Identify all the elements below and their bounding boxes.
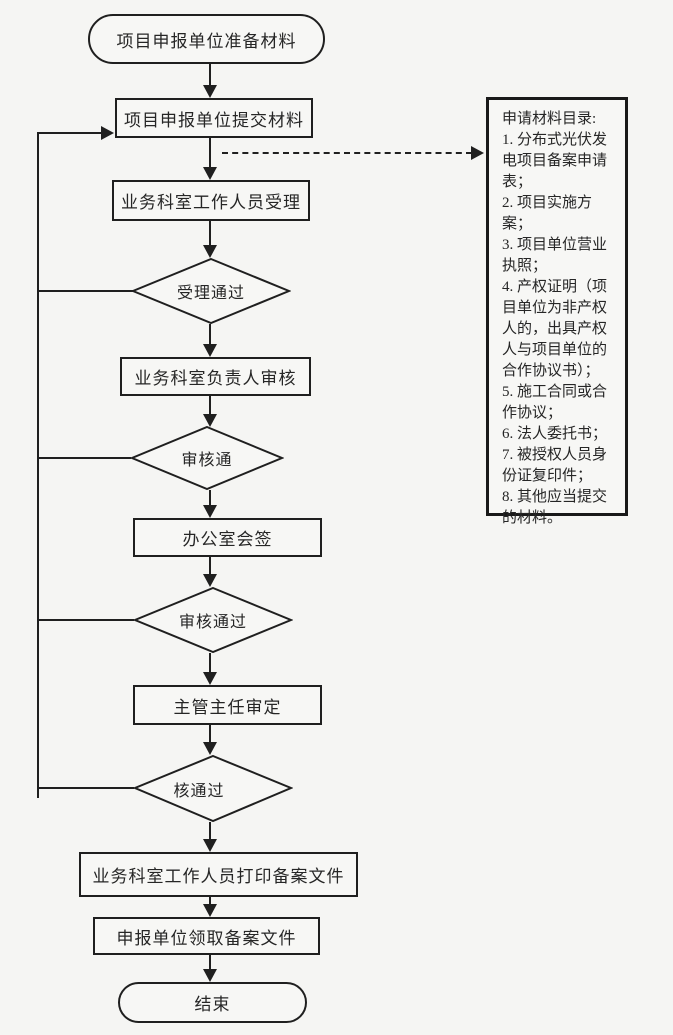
- materials-item: 5. 施工合同或合作协议；: [502, 384, 608, 421]
- flow-node-chief-review: 业务科室负责人审核: [120, 357, 311, 396]
- arrowhead-down-icon: [203, 574, 217, 587]
- flow-node-label: 业务科室工作人员打印备案文件: [92, 867, 345, 886]
- arrowhead-down-icon: [203, 904, 217, 917]
- materials-title: 申请材料目录:: [502, 111, 597, 127]
- arrowhead-down-icon: [203, 505, 217, 518]
- flow-node-countersign-pass: 审核通过: [133, 587, 293, 653]
- connector-line: [209, 557, 211, 576]
- connector-line: [209, 138, 211, 169]
- materials-item: 3. 项目单位营业执照；: [502, 237, 608, 274]
- flow-node-countersign: 办公室会签: [133, 518, 322, 557]
- arrowhead-down-icon: [203, 85, 217, 98]
- arrowhead-down-icon: [203, 672, 217, 685]
- arrowhead-down-icon: [203, 839, 217, 852]
- connector-line: [209, 955, 211, 971]
- flow-node-label: 审核通过: [178, 614, 247, 631]
- flow-node-label: 主管主任审定: [173, 697, 282, 717]
- materials-item: 1. 分布式光伏发电项目备案申请表；: [502, 132, 608, 190]
- flow-node-label: 项目申报单位提交材料: [124, 110, 304, 130]
- feedback-line-accept-pass: [38, 290, 133, 292]
- materials-item: 7. 被授权人员身份证复印件；: [502, 447, 608, 484]
- connector-line: [209, 324, 211, 346]
- connector-line: [209, 897, 211, 907]
- materials-list-box: 申请材料目录: 1. 分布式光伏发电项目备案申请表； 2. 项目实施方案； 3.…: [486, 97, 628, 526]
- flow-node-label: 项目申报单位准备材料: [116, 31, 297, 51]
- feedback-line-approve-pass: [38, 787, 134, 789]
- arrowhead-down-icon: [203, 344, 217, 357]
- materials-item: 2. 项目实施方案；: [502, 195, 593, 232]
- dashed-connector-line: [222, 152, 472, 154]
- diamond-shape-icon: [130, 426, 284, 490]
- arrowhead-right-icon: [101, 126, 114, 140]
- flow-node-approve-pass: 核通过: [133, 755, 293, 822]
- arrowhead-down-icon: [203, 969, 217, 982]
- feedback-line-to-submit: [38, 132, 102, 134]
- feedback-line-vertical: [37, 132, 39, 798]
- materials-item: 4. 产权证明（项目单位为非产权人的，出具产权人与项目单位的合作协议书）；: [502, 279, 608, 379]
- materials-item: 6. 法人委托书；: [502, 426, 608, 442]
- connector-line: [209, 725, 211, 744]
- arrowhead-down-icon: [203, 167, 217, 180]
- connector-line: [209, 395, 211, 416]
- flow-node-accept-pass: 受理通过: [131, 258, 291, 324]
- flow-node-end: 结束: [118, 982, 307, 1023]
- connector-line: [209, 221, 211, 247]
- connector-line: [209, 64, 211, 87]
- flow-node-label: 办公室会签: [182, 530, 273, 549]
- diamond-shape-icon: [131, 258, 291, 324]
- flow-node-start: 项目申报单位准备材料: [88, 14, 325, 64]
- materials-item: 8. 其他应当提交的材料。: [502, 489, 608, 526]
- flow-node-label: 业务科室负责人审核: [134, 369, 297, 388]
- flow-node-review-pass: 审核通: [130, 426, 284, 490]
- connector-line: [209, 490, 211, 507]
- arrowhead-down-icon: [203, 742, 217, 755]
- flow-node-label: 审核通: [181, 452, 233, 469]
- flow-node-label: 结束: [194, 995, 231, 1014]
- flow-node-accept: 业务科室工作人员受理: [112, 180, 310, 221]
- arrowhead-down-icon: [203, 245, 217, 258]
- flow-node-receive-file: 申报单位领取备案文件: [93, 917, 320, 955]
- arrowhead-down-icon: [203, 414, 217, 427]
- flow-node-print-file: 业务科室工作人员打印备案文件: [79, 852, 358, 897]
- diamond-shape-icon: [133, 587, 293, 653]
- flow-node-label: 受理通过: [176, 285, 245, 302]
- flow-node-label: 核通过: [173, 782, 225, 800]
- connector-line: [209, 653, 211, 674]
- flow-node-director-approve: 主管主任审定: [133, 685, 322, 725]
- flow-node-label: 业务科室工作人员受理: [121, 193, 301, 212]
- connector-line: [209, 822, 211, 841]
- diamond-shape-icon: [133, 755, 293, 822]
- feedback-line-review-pass: [38, 457, 131, 459]
- flow-node-submit: 项目申报单位提交材料: [115, 98, 313, 138]
- arrowhead-right-icon: [471, 146, 484, 160]
- feedback-line-countersign-pass: [38, 619, 134, 621]
- flow-node-label: 申报单位领取备案文件: [116, 928, 297, 948]
